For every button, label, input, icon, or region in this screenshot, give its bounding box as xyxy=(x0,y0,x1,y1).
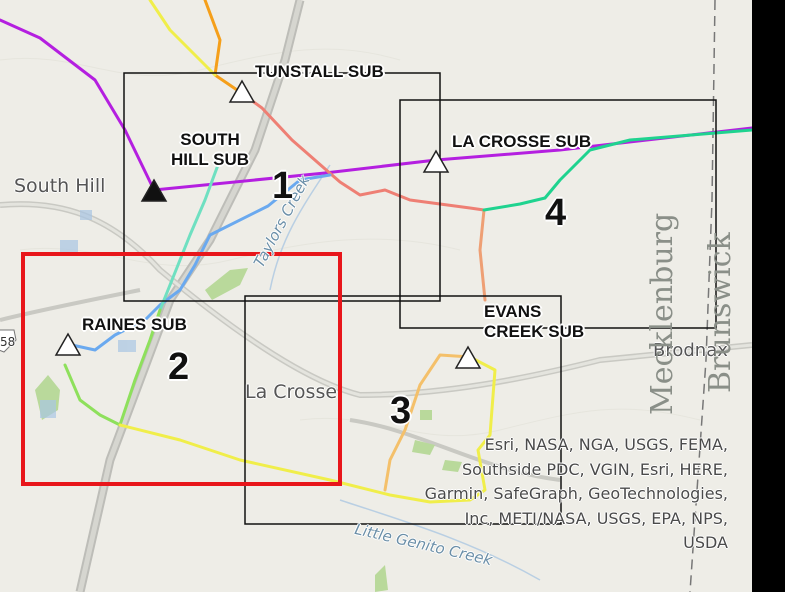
map-basemap xyxy=(0,0,752,592)
area-box-1 xyxy=(123,72,441,302)
road-east-west xyxy=(0,201,752,399)
attribution-line: Esri, NASA, NGA, USGS, FEMA, xyxy=(484,435,728,454)
tunstall-sub-marker xyxy=(228,79,256,103)
line-orange-evans xyxy=(383,353,472,492)
attribution-line: USDA xyxy=(683,533,728,552)
line-teal-south-hill xyxy=(158,163,220,312)
attribution-line: Garmin, SafeGraph, GeoTechnologies, xyxy=(424,484,728,503)
line-orange-north xyxy=(203,0,242,94)
area-number-1: 1 xyxy=(272,165,294,207)
attribution-line: Inc, METI/NASA, USGS, EPA, NPS, xyxy=(464,508,728,528)
evans-creek-sub-marker xyxy=(454,345,482,369)
area-number-2: 2 xyxy=(168,346,190,388)
route-shield-number: 58 xyxy=(0,335,16,349)
park-area xyxy=(420,410,432,420)
line-salmon-tunstall xyxy=(238,90,486,212)
south-hill-sub-marker xyxy=(140,178,168,202)
park-area xyxy=(375,565,388,592)
area-number-4: 4 xyxy=(545,192,567,234)
area-box-3 xyxy=(244,295,562,525)
label-south-hill-sub: SOUTH HILL SUB xyxy=(170,130,250,169)
line-yellow-south xyxy=(118,355,497,504)
place-la-crosse: La Crosse xyxy=(245,381,338,403)
place-south-hill: South Hill xyxy=(14,175,106,197)
raines-sub-marker xyxy=(54,332,82,356)
attribution-line: Southside PDC, VGIN, Esri, HERE, xyxy=(462,459,728,479)
line-blue xyxy=(70,173,332,352)
line-purple-west xyxy=(0,18,156,192)
line-salmon-evans xyxy=(478,208,487,302)
label-evans-creek-sub: EVANS CREEK SUB xyxy=(484,302,585,341)
map-canvas[interactable]: South Hill La Crosse Brodnax 58 Mecklenb… xyxy=(0,0,752,592)
area-box-4 xyxy=(399,99,717,329)
county-brunswick: Brunswick xyxy=(703,232,738,393)
creek xyxy=(269,164,331,291)
label-raines-sub: RAINES SUB xyxy=(82,315,187,334)
line-teal-4 xyxy=(482,128,752,212)
creek xyxy=(339,499,541,581)
place-brodnax: Brodnax xyxy=(653,340,728,361)
route-shield xyxy=(0,329,17,353)
map-attribution: Esri, NASA, NGA, USGS, FEMA, Southside P… xyxy=(362,433,728,556)
la-crosse-sub-marker xyxy=(422,149,450,173)
park-area xyxy=(205,268,248,300)
park-area xyxy=(442,460,462,472)
county-mecklenburg: Mecklenburg xyxy=(645,212,680,415)
area-box-2-highlight xyxy=(21,252,342,486)
right-border-bar xyxy=(752,0,785,592)
area-number-3: 3 xyxy=(390,390,412,432)
label-tunstall-sub: TUNSTALL SUB xyxy=(255,62,384,81)
line-yellow-north xyxy=(148,0,217,77)
park-area xyxy=(412,440,435,455)
label-la-crosse-sub: LA CROSSE SUB xyxy=(452,132,592,151)
